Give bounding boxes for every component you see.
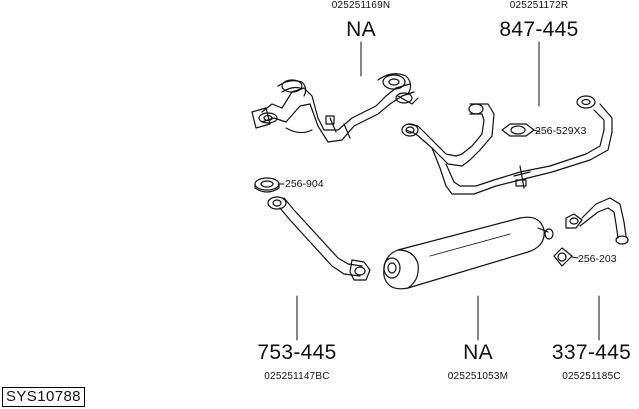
tail-pipe-part bbox=[565, 197, 629, 245]
left-pipe-ref-number: 753-445 bbox=[257, 341, 337, 364]
ring-904-part bbox=[254, 177, 280, 193]
tail-pipe-ref-number: 337-445 bbox=[551, 341, 632, 364]
leader-lines bbox=[277, 41, 600, 341]
gasket-529-part bbox=[501, 123, 535, 137]
tail-pipe-oem-number: 025251185C bbox=[562, 371, 621, 382]
manifold-part bbox=[251, 73, 419, 143]
manifold-oem-number: 025251169N bbox=[331, 0, 391, 11]
front-pipe-part bbox=[401, 95, 613, 195]
left-pipe-part bbox=[267, 196, 371, 281]
front-pipe-ref-number: 847-445 bbox=[499, 18, 579, 41]
manifold-label-group: 025251169N NA bbox=[311, 0, 411, 42]
tail-pipe-label-group: 337-445 025251185C bbox=[544, 341, 639, 383]
left-pipe-label-group: 753-445 025251147BC bbox=[237, 341, 357, 383]
gasket-529-ref: 256-529X3 bbox=[535, 125, 587, 137]
clamp-203-ref: 256-203 bbox=[578, 253, 617, 265]
ring-904-ref: 256-904 bbox=[285, 178, 324, 190]
left-pipe-oem-number: 025251147BC bbox=[264, 371, 330, 382]
front-pipe-oem-number: 025251172R bbox=[509, 0, 569, 11]
system-id-box: SYS10788 bbox=[2, 387, 85, 407]
silencer-part bbox=[383, 216, 554, 290]
silencer-ref-number: NA bbox=[463, 341, 493, 364]
silencer-oem-number: 025251053M bbox=[447, 371, 509, 382]
front-pipe-label-group: 025251172R 847-445 bbox=[484, 0, 594, 42]
clamp-203-part bbox=[553, 247, 573, 267]
manifold-ref-number: NA bbox=[346, 18, 376, 41]
silencer-label-group: NA 025251053M bbox=[423, 341, 533, 383]
